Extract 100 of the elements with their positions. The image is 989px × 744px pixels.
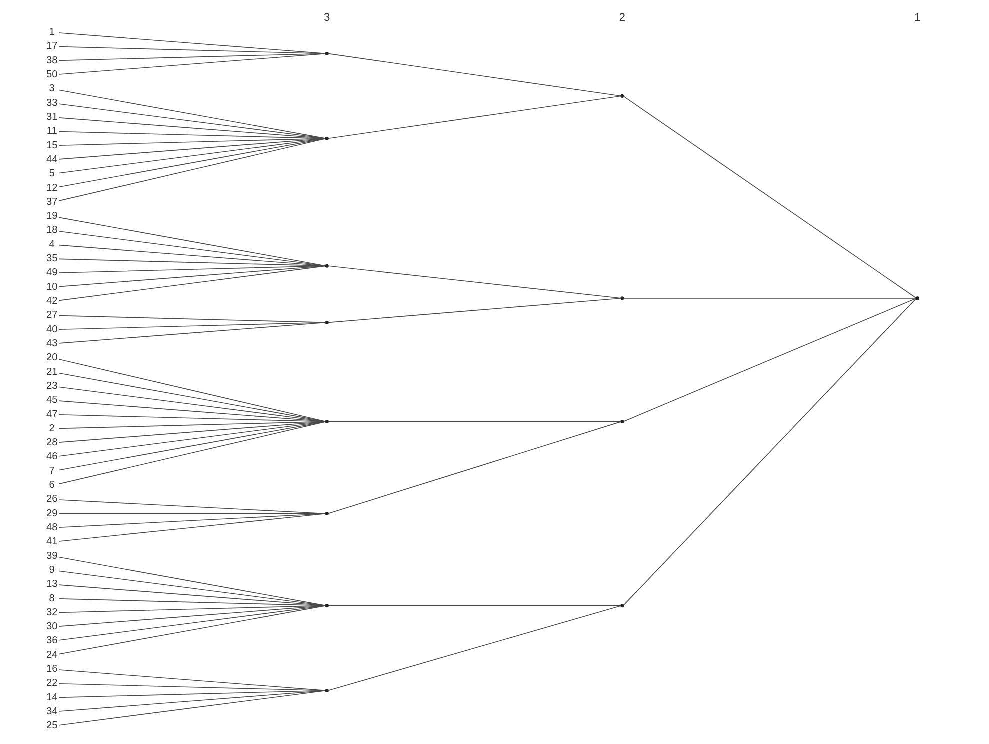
connector bbox=[58, 386, 326, 422]
connector bbox=[58, 513, 326, 528]
connector bbox=[58, 266, 326, 302]
node-text: 49 bbox=[46, 268, 58, 279]
node-text: 48 bbox=[46, 522, 58, 534]
connector bbox=[58, 244, 326, 266]
node-text: 50 bbox=[46, 70, 58, 81]
node-text: 34 bbox=[46, 706, 58, 718]
connector bbox=[58, 422, 326, 471]
connector bbox=[58, 258, 326, 266]
node-text: 7 bbox=[48, 466, 54, 477]
connector bbox=[58, 584, 326, 606]
connector bbox=[58, 138, 326, 202]
connector bbox=[58, 138, 326, 188]
node-text: 19 bbox=[46, 211, 58, 222]
connector bbox=[328, 606, 621, 692]
node-point bbox=[324, 264, 328, 268]
node-text: 16 bbox=[46, 664, 58, 676]
node-text: 26 bbox=[46, 494, 58, 506]
node-text: 39 bbox=[46, 550, 58, 562]
node-text: 3 bbox=[48, 84, 54, 95]
node-text: 37 bbox=[46, 196, 58, 208]
connector bbox=[58, 217, 326, 266]
node-text: 6 bbox=[48, 480, 54, 492]
node-text: 31 bbox=[46, 112, 58, 123]
node-point bbox=[324, 512, 328, 516]
connector bbox=[328, 422, 621, 514]
connector bbox=[622, 298, 916, 299]
node-text: 47 bbox=[46, 409, 58, 420]
connector bbox=[58, 53, 326, 75]
node-point bbox=[324, 136, 328, 140]
connector bbox=[328, 605, 621, 606]
node-text: 44 bbox=[46, 154, 58, 166]
connector bbox=[58, 104, 326, 139]
node-text: 25 bbox=[46, 720, 58, 732]
node-text: 35 bbox=[46, 254, 58, 265]
node-text: 38 bbox=[46, 55, 58, 66]
connector bbox=[58, 513, 326, 542]
connector bbox=[58, 500, 326, 514]
node-point bbox=[620, 296, 624, 300]
node-point bbox=[915, 296, 919, 300]
connector bbox=[328, 96, 621, 140]
connector bbox=[58, 131, 326, 140]
connector bbox=[58, 606, 326, 655]
node-text: 13 bbox=[46, 579, 58, 590]
node-text: 14 bbox=[46, 692, 58, 704]
node-text: 9 bbox=[48, 564, 54, 576]
node-text: 22 bbox=[46, 678, 58, 690]
connector bbox=[58, 421, 326, 457]
connector bbox=[58, 46, 326, 54]
node-text: 21 bbox=[46, 366, 58, 378]
connector bbox=[58, 266, 326, 274]
label: 3 bbox=[324, 12, 330, 24]
node-text: 40 bbox=[46, 324, 58, 336]
connector bbox=[58, 231, 326, 266]
node-text: 5 bbox=[48, 168, 54, 180]
node-point bbox=[324, 320, 328, 324]
node-text: 45 bbox=[46, 395, 58, 406]
node-text: 8 bbox=[48, 593, 54, 604]
node-text: 10 bbox=[46, 282, 58, 293]
connector bbox=[58, 266, 326, 288]
node-text: 15 bbox=[46, 140, 58, 152]
node-point bbox=[620, 420, 624, 424]
connector bbox=[328, 266, 621, 299]
connector bbox=[58, 359, 326, 422]
node-text: 32 bbox=[46, 607, 58, 618]
connector bbox=[58, 606, 326, 641]
connector bbox=[328, 53, 621, 97]
node-text: 11 bbox=[46, 126, 57, 138]
connector bbox=[328, 298, 621, 324]
connector bbox=[622, 298, 916, 422]
node-text: 43 bbox=[46, 338, 58, 350]
label: 1 bbox=[914, 12, 920, 24]
node-text: 24 bbox=[46, 650, 58, 661]
connector bbox=[58, 90, 326, 139]
node-text: 18 bbox=[46, 225, 58, 236]
connector bbox=[58, 138, 326, 174]
node-text: 36 bbox=[46, 636, 58, 647]
connector bbox=[328, 421, 621, 422]
node-text: 28 bbox=[46, 438, 58, 449]
node-text: 33 bbox=[46, 98, 58, 109]
node-text: 2 bbox=[48, 423, 54, 434]
node-text: 29 bbox=[46, 508, 58, 520]
node-point bbox=[324, 688, 328, 693]
connector bbox=[58, 570, 326, 606]
node-text: 20 bbox=[46, 352, 58, 364]
connector bbox=[58, 605, 326, 627]
node-text: 46 bbox=[46, 452, 58, 463]
node-point bbox=[620, 94, 624, 98]
connector bbox=[58, 372, 326, 422]
connector bbox=[58, 421, 326, 443]
connector bbox=[58, 690, 326, 726]
node-text: 1 bbox=[48, 27, 54, 38]
connector bbox=[58, 690, 326, 712]
node-point bbox=[324, 420, 328, 424]
node-text: 27 bbox=[46, 310, 58, 322]
node-point bbox=[324, 604, 328, 608]
node-text: 42 bbox=[46, 296, 58, 307]
node-text: 23 bbox=[46, 380, 58, 392]
connector bbox=[58, 32, 326, 54]
